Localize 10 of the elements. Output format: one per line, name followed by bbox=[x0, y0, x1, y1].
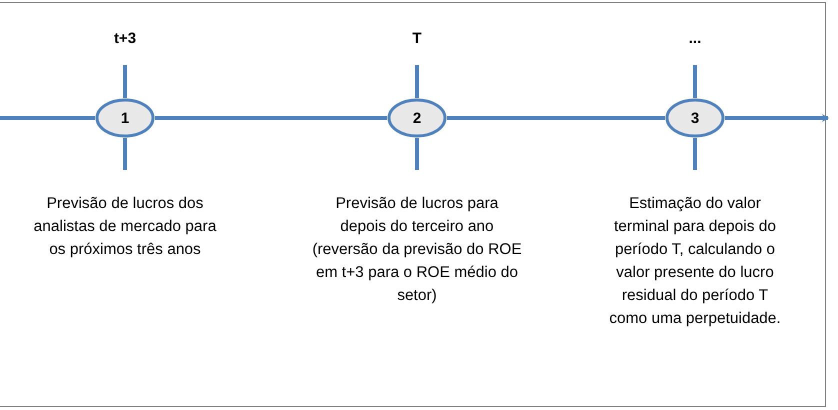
timeline-arrow bbox=[725, 114, 829, 122]
period-label: T bbox=[411, 30, 423, 47]
milestone-ellipse: 3 bbox=[665, 98, 725, 138]
milestone-ellipse: 1 bbox=[95, 98, 155, 138]
period-label: ... bbox=[688, 30, 702, 47]
description-text: Previsão de lucros para depois do terceiro ano (reversão da previsão do ROE em t+3 para o ROE médio do setor) bbox=[312, 194, 522, 306]
description-text: Previsão de lucros dos analistas de mercado para os próximos três anos bbox=[32, 194, 218, 260]
period-label: t+3 bbox=[112, 30, 138, 47]
description-text: Estimação do valor terminal para depois do período T, calculando o valor presente do lucro residual do período T como uma perpetuidade. bbox=[608, 194, 782, 329]
milestone-ellipse: 2 bbox=[387, 98, 447, 138]
